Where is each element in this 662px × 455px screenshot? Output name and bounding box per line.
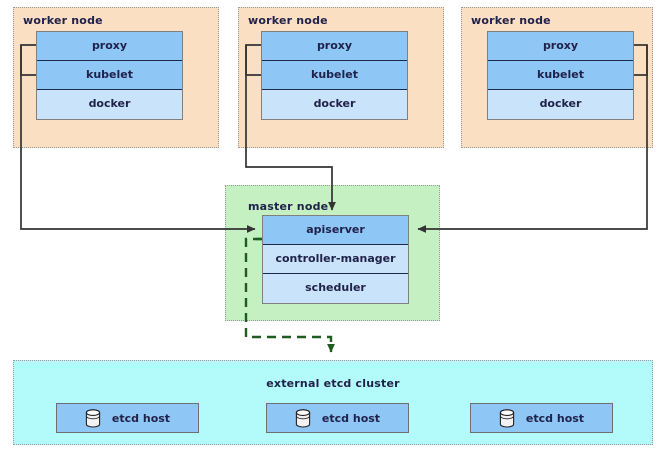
component-docker-1[interactable]: docker bbox=[37, 90, 182, 119]
component-scheduler[interactable]: scheduler bbox=[263, 274, 408, 303]
component-proxy-2[interactable]: proxy bbox=[262, 32, 407, 61]
etcd-host-label-1: etcd host bbox=[111, 411, 171, 425]
worker-node-stack-3: proxy kubelet docker bbox=[487, 31, 634, 120]
worker-node-label-1: worker node bbox=[23, 14, 103, 27]
component-kubelet-1[interactable]: kubelet bbox=[37, 61, 182, 90]
worker-node-stack-1: proxy kubelet docker bbox=[36, 31, 183, 120]
worker-node-label-2: worker node bbox=[248, 14, 328, 27]
etcd-host-label-3: etcd host bbox=[525, 411, 585, 425]
database-cylinder-icon bbox=[85, 408, 101, 428]
etcd-host-1[interactable]: etcd host bbox=[56, 403, 199, 433]
component-controller-manager[interactable]: controller-manager bbox=[263, 245, 408, 274]
master-node-stack: apiserver controller-manager scheduler bbox=[262, 215, 409, 304]
component-apiserver[interactable]: apiserver bbox=[263, 216, 408, 245]
component-proxy-3[interactable]: proxy bbox=[488, 32, 633, 61]
database-cylinder-icon bbox=[499, 408, 515, 428]
component-docker-2[interactable]: docker bbox=[262, 90, 407, 119]
component-docker-3[interactable]: docker bbox=[488, 90, 633, 119]
master-node-label: master node bbox=[248, 200, 329, 213]
etcd-host-3[interactable]: etcd host bbox=[470, 403, 613, 433]
component-kubelet-2[interactable]: kubelet bbox=[262, 61, 407, 90]
worker-node-stack-2: proxy kubelet docker bbox=[261, 31, 408, 120]
etcd-cluster-label: external etcd cluster bbox=[266, 377, 400, 390]
component-proxy-1[interactable]: proxy bbox=[37, 32, 182, 61]
etcd-host-label-2: etcd host bbox=[321, 411, 381, 425]
database-cylinder-icon bbox=[295, 408, 311, 428]
etcd-host-2[interactable]: etcd host bbox=[266, 403, 409, 433]
worker-node-label-3: worker node bbox=[471, 14, 551, 27]
component-kubelet-3[interactable]: kubelet bbox=[488, 61, 633, 90]
